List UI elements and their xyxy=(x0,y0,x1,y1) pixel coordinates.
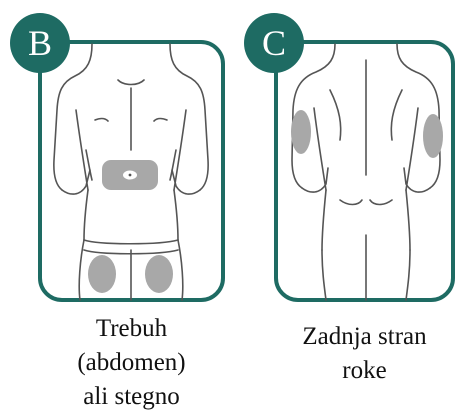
panel-b-letter-badge: B xyxy=(10,13,70,73)
panel-b-caption-line-3: ali stegno xyxy=(40,380,223,414)
panel-c-caption: Zadnja stran roke xyxy=(276,320,453,388)
panel-b: B Trebuh (abdomen) ali stegno xyxy=(0,0,230,416)
panel-c-caption-line-1: Zadnja stran xyxy=(276,320,453,354)
panel-c-letter-badge: C xyxy=(244,13,304,73)
panel-c: C Zadnja stran roke xyxy=(230,0,459,416)
right-arm-injection-zone xyxy=(423,114,443,158)
panel-b-caption-line-2: (abdomen) xyxy=(40,346,223,380)
panel-b-caption-line-1: Trebuh xyxy=(40,312,223,346)
left-thigh-injection-zone xyxy=(88,255,116,293)
panel-b-caption: Trebuh (abdomen) ali stegno xyxy=(40,312,223,414)
left-arm-injection-zone xyxy=(291,110,311,154)
right-thigh-injection-zone xyxy=(145,255,173,293)
panel-c-caption-line-2: roke xyxy=(276,354,453,388)
